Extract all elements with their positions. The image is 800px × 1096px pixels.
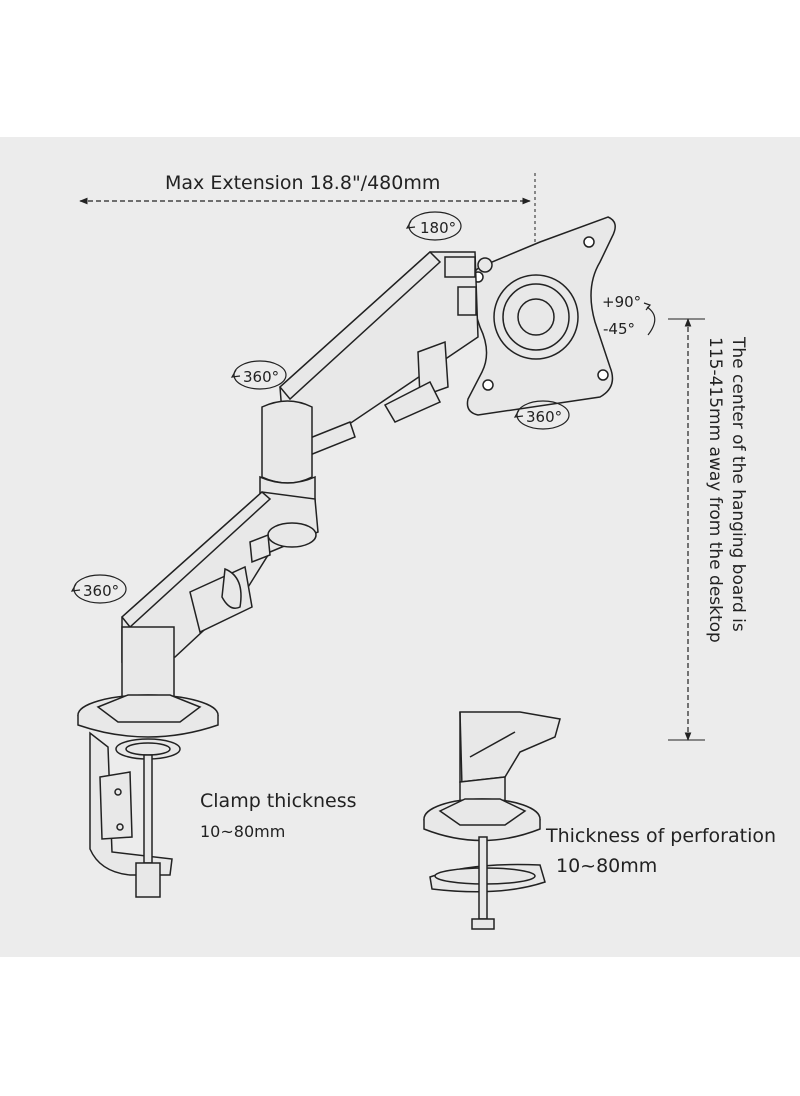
tilt-down-label: -45°: [603, 320, 635, 338]
perforation-thickness-label: Thickness of perforation: [545, 825, 776, 847]
rotation-180-label: 180°: [420, 219, 456, 237]
perforation-thickness-range: 10~80mm: [556, 855, 657, 877]
grommet-mount: [423, 711, 561, 930]
rotation-base-label: 360°: [83, 582, 119, 600]
rotation-badge-180: 180°: [405, 211, 462, 241]
clamp-thickness-label: Clamp thickness: [200, 790, 357, 812]
height-label-line2: 115-415mm away from the desktop: [705, 337, 725, 643]
clamp-thickness-range: 10~80mm: [200, 822, 285, 841]
rotation-badge-plate: 360°: [513, 400, 570, 430]
forearm: [120, 490, 319, 663]
max-extension-label: Max Extension 18.8"/480mm: [165, 172, 440, 194]
monitor-arm-diagram: Max Extension 18.8"/480mm: [70, 172, 776, 930]
rotation-arm-label: 360°: [243, 368, 279, 386]
clamp-mount: [77, 626, 219, 898]
vesa-plate: [466, 216, 616, 416]
upper-arm: [278, 250, 493, 458]
height-label-line1: The center of the hanging board is: [728, 336, 748, 632]
rotation-plate-label: 360°: [526, 408, 562, 426]
rotation-badge-base: 360°: [70, 574, 127, 604]
height-dimension: The center of the hanging board is 115-4…: [668, 318, 748, 741]
tilt-indicator: +90° -45°: [602, 293, 656, 338]
rotation-badge-arm: 360°: [230, 360, 287, 390]
tilt-up-label: +90°: [602, 293, 641, 311]
diagram-background: [0, 137, 800, 957]
